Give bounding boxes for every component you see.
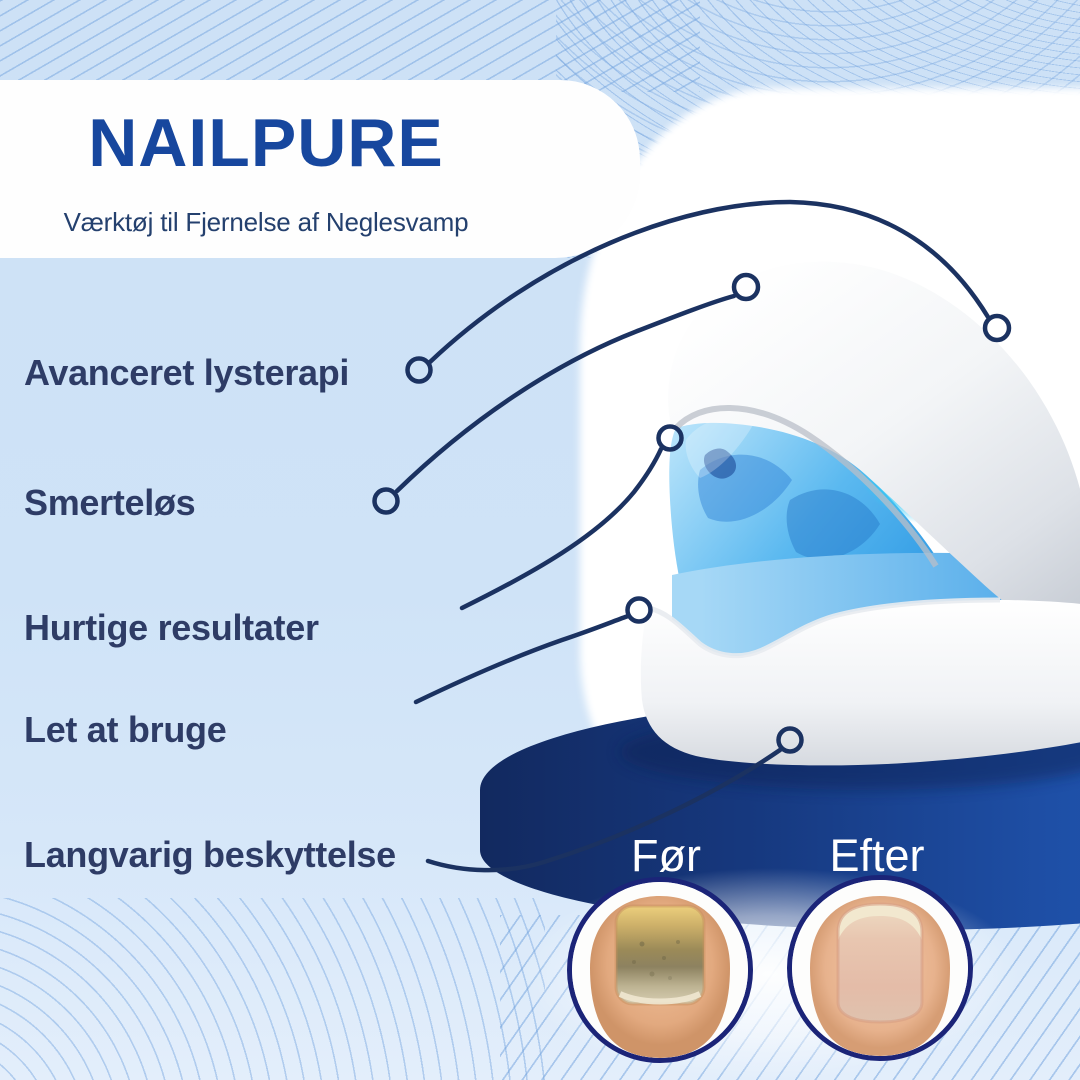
- connector-ring-icon: [405, 356, 433, 384]
- feature-fast-results: Hurtige resultater: [24, 607, 319, 648]
- feature-painless: Smerteløs: [24, 482, 196, 523]
- brand-subtitle: Værktøj til Fjernelse af Neglesvamp: [63, 207, 469, 237]
- healthy-nail-image: [792, 880, 968, 1056]
- feature-easy-to-use: Let at bruge: [24, 709, 227, 750]
- wave-pattern-top-left-icon: [0, 0, 700, 92]
- white-blob-backdrop: [580, 88, 1080, 820]
- fungal-nail-image: [572, 882, 748, 1058]
- before-photo-circle: [567, 877, 753, 1063]
- after-photo-circle: [787, 875, 973, 1061]
- connector-ring-icon: [372, 487, 400, 515]
- wave-pattern-bottom-left-icon: [0, 898, 545, 1080]
- feature-long-lasting-protection: Langvarig beskyttelse: [24, 834, 396, 875]
- brand-title: NAILPURE: [88, 105, 444, 181]
- feature-advanced-light-therapy: Avanceret lysterapi: [24, 352, 350, 393]
